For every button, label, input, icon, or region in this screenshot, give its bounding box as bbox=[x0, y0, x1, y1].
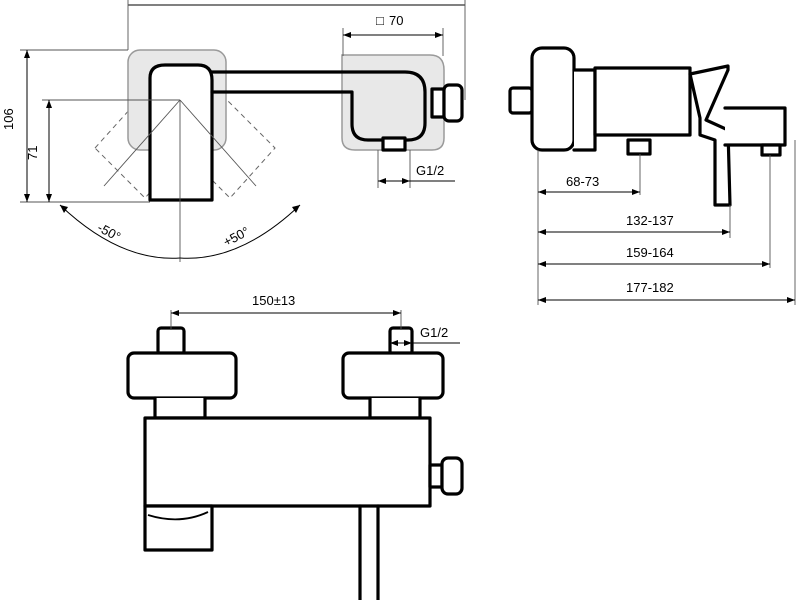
spout-plate bbox=[341, 54, 445, 151]
side-knob bbox=[508, 86, 534, 115]
lever-handle bbox=[148, 63, 214, 202]
dim-side-177-182: 177-182 bbox=[626, 280, 674, 295]
side-body bbox=[593, 66, 692, 137]
dim-thread-front: G1/2 bbox=[420, 325, 448, 340]
dim-square-70-symbol: □ bbox=[376, 13, 384, 28]
dim-center-150: 150±13 bbox=[252, 293, 295, 308]
front-side-connector-cap bbox=[440, 456, 464, 496]
side-spout bbox=[723, 106, 787, 147]
dim-side-68-73: 68-73 bbox=[566, 174, 599, 189]
front-lever bbox=[143, 504, 214, 552]
front-inlet-left bbox=[156, 326, 186, 356]
dim-angle-left: -50° bbox=[95, 220, 123, 245]
front-neck-left bbox=[153, 396, 207, 420]
side-lever bbox=[688, 64, 732, 207]
front-side-connector bbox=[428, 463, 444, 489]
front-lever-edge bbox=[147, 511, 209, 521]
side-wall-cap bbox=[530, 46, 576, 152]
dim-side-159-164: 159-164 bbox=[626, 245, 674, 260]
side-connector bbox=[430, 87, 446, 119]
dim-height-71: 71 bbox=[25, 146, 40, 160]
top-view: □ 70 G1/2 106 71 -50° +50° bbox=[1, 0, 466, 262]
dim-thread-top: G1/2 bbox=[416, 163, 444, 178]
front-cap-right bbox=[341, 351, 445, 400]
dim-square-70: 70 bbox=[389, 13, 403, 28]
side-outlet bbox=[760, 143, 782, 157]
side-connector-cap bbox=[442, 83, 464, 123]
front-inlet-right bbox=[388, 326, 414, 356]
outlet-stub bbox=[381, 136, 407, 152]
dim-side-132-137: 132-137 bbox=[626, 213, 674, 228]
side-inlet bbox=[626, 138, 652, 156]
front-spout bbox=[358, 504, 380, 602]
spout-outline bbox=[210, 70, 427, 142]
side-neck bbox=[572, 68, 597, 152]
dim-angle-right: +50° bbox=[221, 224, 252, 250]
front-neck-right bbox=[368, 396, 422, 420]
dim-height-106: 106 bbox=[1, 108, 16, 130]
front-view: 150±13 G1/2 bbox=[126, 293, 464, 602]
front-body bbox=[143, 416, 432, 508]
front-cap-left bbox=[126, 351, 238, 400]
side-view: 68-73 132-137 159-164 177-182 bbox=[508, 46, 796, 305]
